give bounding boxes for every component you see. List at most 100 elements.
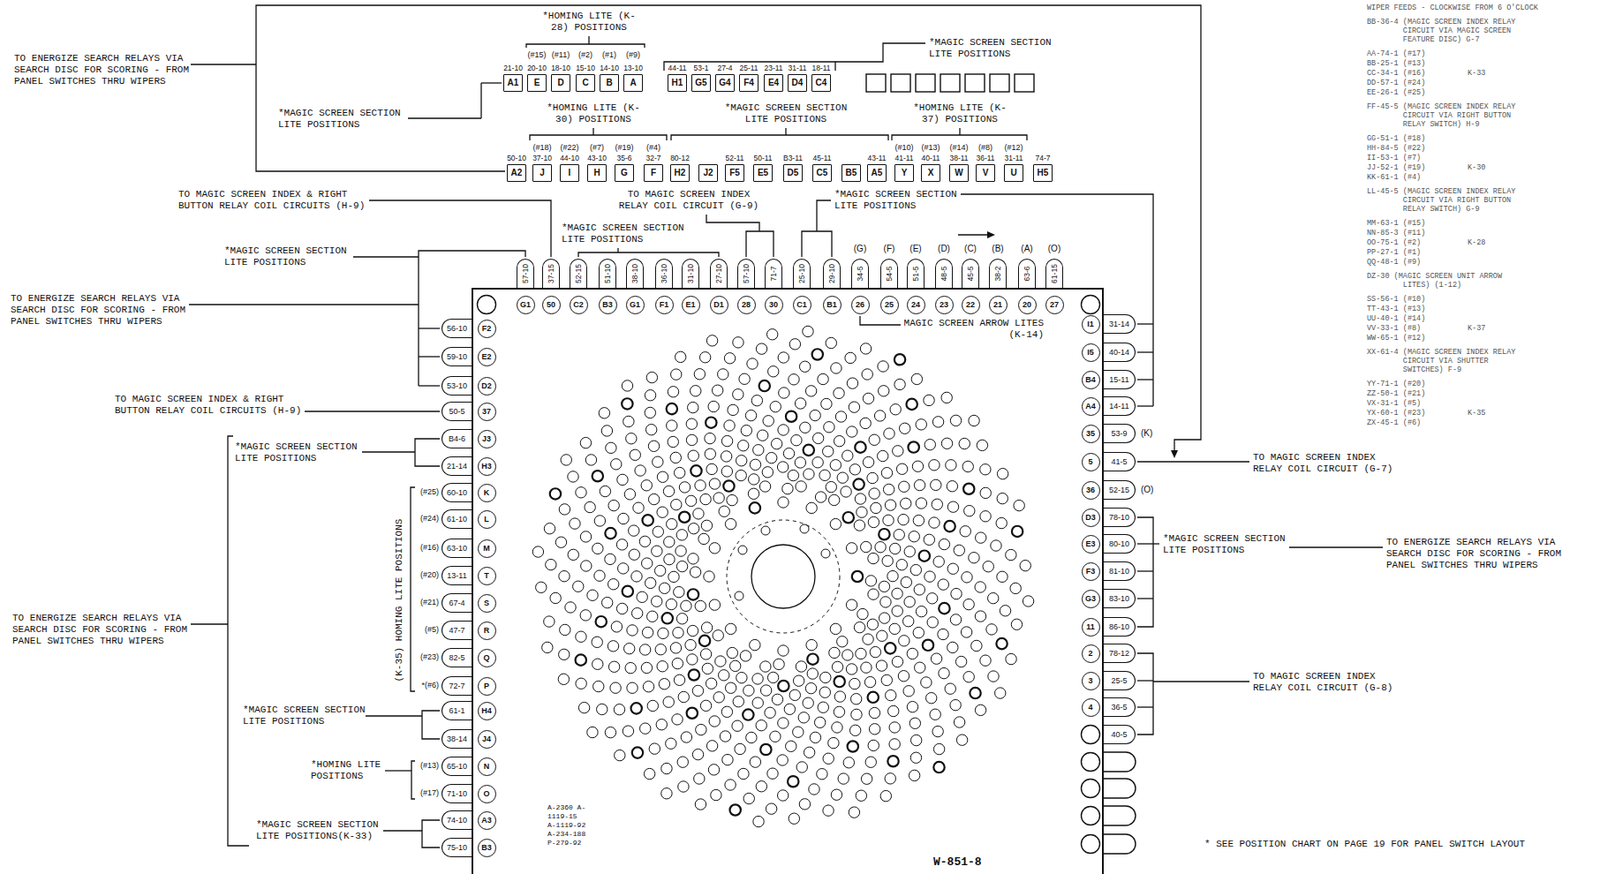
tab-letter: (D) [937, 243, 951, 255]
lamp-symbol [908, 769, 920, 781]
lamp-symbol [724, 682, 736, 694]
lamp-symbol [853, 621, 865, 633]
lamp-symbol [748, 474, 760, 485]
lamp-symbol [535, 581, 547, 593]
lamp-symbol [945, 460, 957, 471]
socket-label: C1 [796, 301, 808, 310]
socket-label: 2 [1087, 649, 1093, 658]
terminal-number: 48-5 [940, 265, 949, 281]
lamp-symbol [867, 516, 879, 528]
lamp-symbol [791, 435, 802, 446]
socket-label: I1 [1086, 320, 1095, 329]
lamp-symbol [694, 480, 706, 491]
terminal-number: 38-14 [446, 735, 468, 744]
lamp-symbol [671, 498, 682, 510]
lamp-symbol [809, 732, 821, 743]
lamp-symbol [652, 456, 664, 468]
lamp-socket: K [477, 483, 497, 503]
lamp-symbol [543, 616, 555, 627]
lamp-symbol [861, 369, 873, 380]
terminal-tab: 36-5 [1103, 697, 1136, 717]
homing-number: (#15) [527, 50, 546, 61]
wiper-feed-entry: LL-45-5 (MAGIC SCREEN INDEX RELAY CIRCUI… [1366, 187, 1520, 214]
terminal-tab: 86-10 [1103, 617, 1136, 637]
lamp-symbol [723, 480, 734, 491]
empty-terminal-tab [1103, 834, 1136, 854]
lamp-socket: F3 [1081, 562, 1101, 582]
leader-line [1137, 679, 1154, 681]
socket-label: E1 [685, 301, 695, 310]
lamp-symbol [900, 576, 912, 588]
lamp-socket: 23 [935, 295, 954, 315]
lamp-symbol [968, 415, 980, 426]
wire-number: 25-11 [739, 64, 758, 73]
wiper-feed-entry: II-53-1 (#7) [1366, 153, 1421, 163]
lamp-position-box: 44-10I [559, 164, 580, 182]
lamp-symbol [849, 678, 861, 689]
lamp-symbol [719, 731, 731, 742]
wire-number: 44-10 [559, 154, 580, 163]
lamp-label: H5 [1037, 168, 1050, 178]
lamp-symbol [968, 552, 980, 564]
leader-line [592, 128, 594, 136]
empty-position-box [989, 74, 1010, 92]
terminal-tab: 14-11 [1103, 396, 1136, 416]
lamp-symbol [938, 538, 950, 550]
lamp-symbol [891, 605, 903, 617]
lamp-symbol [823, 422, 835, 433]
callout-text: *HOMING LITE POSITIONS [310, 759, 387, 783]
lamp-socket: A3 [477, 811, 497, 831]
lamp-symbol [700, 700, 711, 711]
terminal-number: 56-10 [446, 324, 468, 333]
lamp-symbol [842, 450, 853, 461]
lamp-symbol [639, 644, 650, 656]
lamp-symbol [956, 734, 967, 746]
leader-line [1289, 546, 1383, 548]
lamp-symbol [830, 789, 842, 800]
drawing-number: W-851-8 [933, 855, 982, 869]
lamp-symbol [565, 602, 576, 613]
lamp-symbol [996, 638, 1007, 650]
lamp-symbol [671, 714, 683, 725]
socket-label: 27 [1049, 301, 1059, 310]
leader-line [1137, 653, 1154, 735]
lamp-label: H1 [671, 78, 684, 88]
lamp-symbol [700, 649, 711, 660]
lamp-symbol [687, 450, 699, 461]
lamp-symbol [628, 525, 640, 536]
leader-line [1137, 597, 1154, 599]
terminal-number: 86-10 [1109, 623, 1130, 632]
lamp-symbol [694, 600, 706, 612]
lamp-symbol [718, 670, 730, 681]
lamp-symbol [687, 588, 699, 600]
wiper-feed-entry: K-35 [1467, 408, 1486, 418]
socket-label: B3 [602, 301, 613, 310]
lamp-symbol [943, 520, 955, 532]
callout-text: TO MAGIC SCREEN INDEX RELAY COIL CIRCUIT… [618, 188, 759, 212]
lamp-symbol [882, 555, 893, 567]
leader-line [588, 36, 589, 45]
terminal-tab: 45-5 [961, 258, 980, 288]
lamp-symbol [806, 639, 817, 650]
empty-socket [1081, 835, 1101, 854]
lamp-socket: E2 [477, 347, 497, 367]
leader-line [1137, 378, 1154, 380]
socket-label: D3 [1085, 513, 1096, 522]
wire-number: 44-11 [667, 64, 687, 73]
callout-text: *MAGIC SCREEN SECTION LITE POSITIONS [834, 188, 963, 212]
lamp-position-box: 31-11U [1003, 164, 1024, 182]
lamp-symbol [593, 680, 604, 692]
lamp-symbol [829, 647, 840, 658]
lamp-symbol [710, 789, 722, 800]
empty-socket [1081, 725, 1101, 745]
leader-line [353, 256, 419, 257]
lamp-symbol [735, 469, 747, 481]
lamp-symbol [941, 437, 952, 449]
lamp-symbol [850, 694, 861, 705]
lamp-symbol [777, 461, 788, 473]
wire-number: 37-10 [532, 154, 552, 163]
lamp-position-box: 18-10D [550, 74, 571, 92]
lamp-symbol [830, 518, 841, 529]
